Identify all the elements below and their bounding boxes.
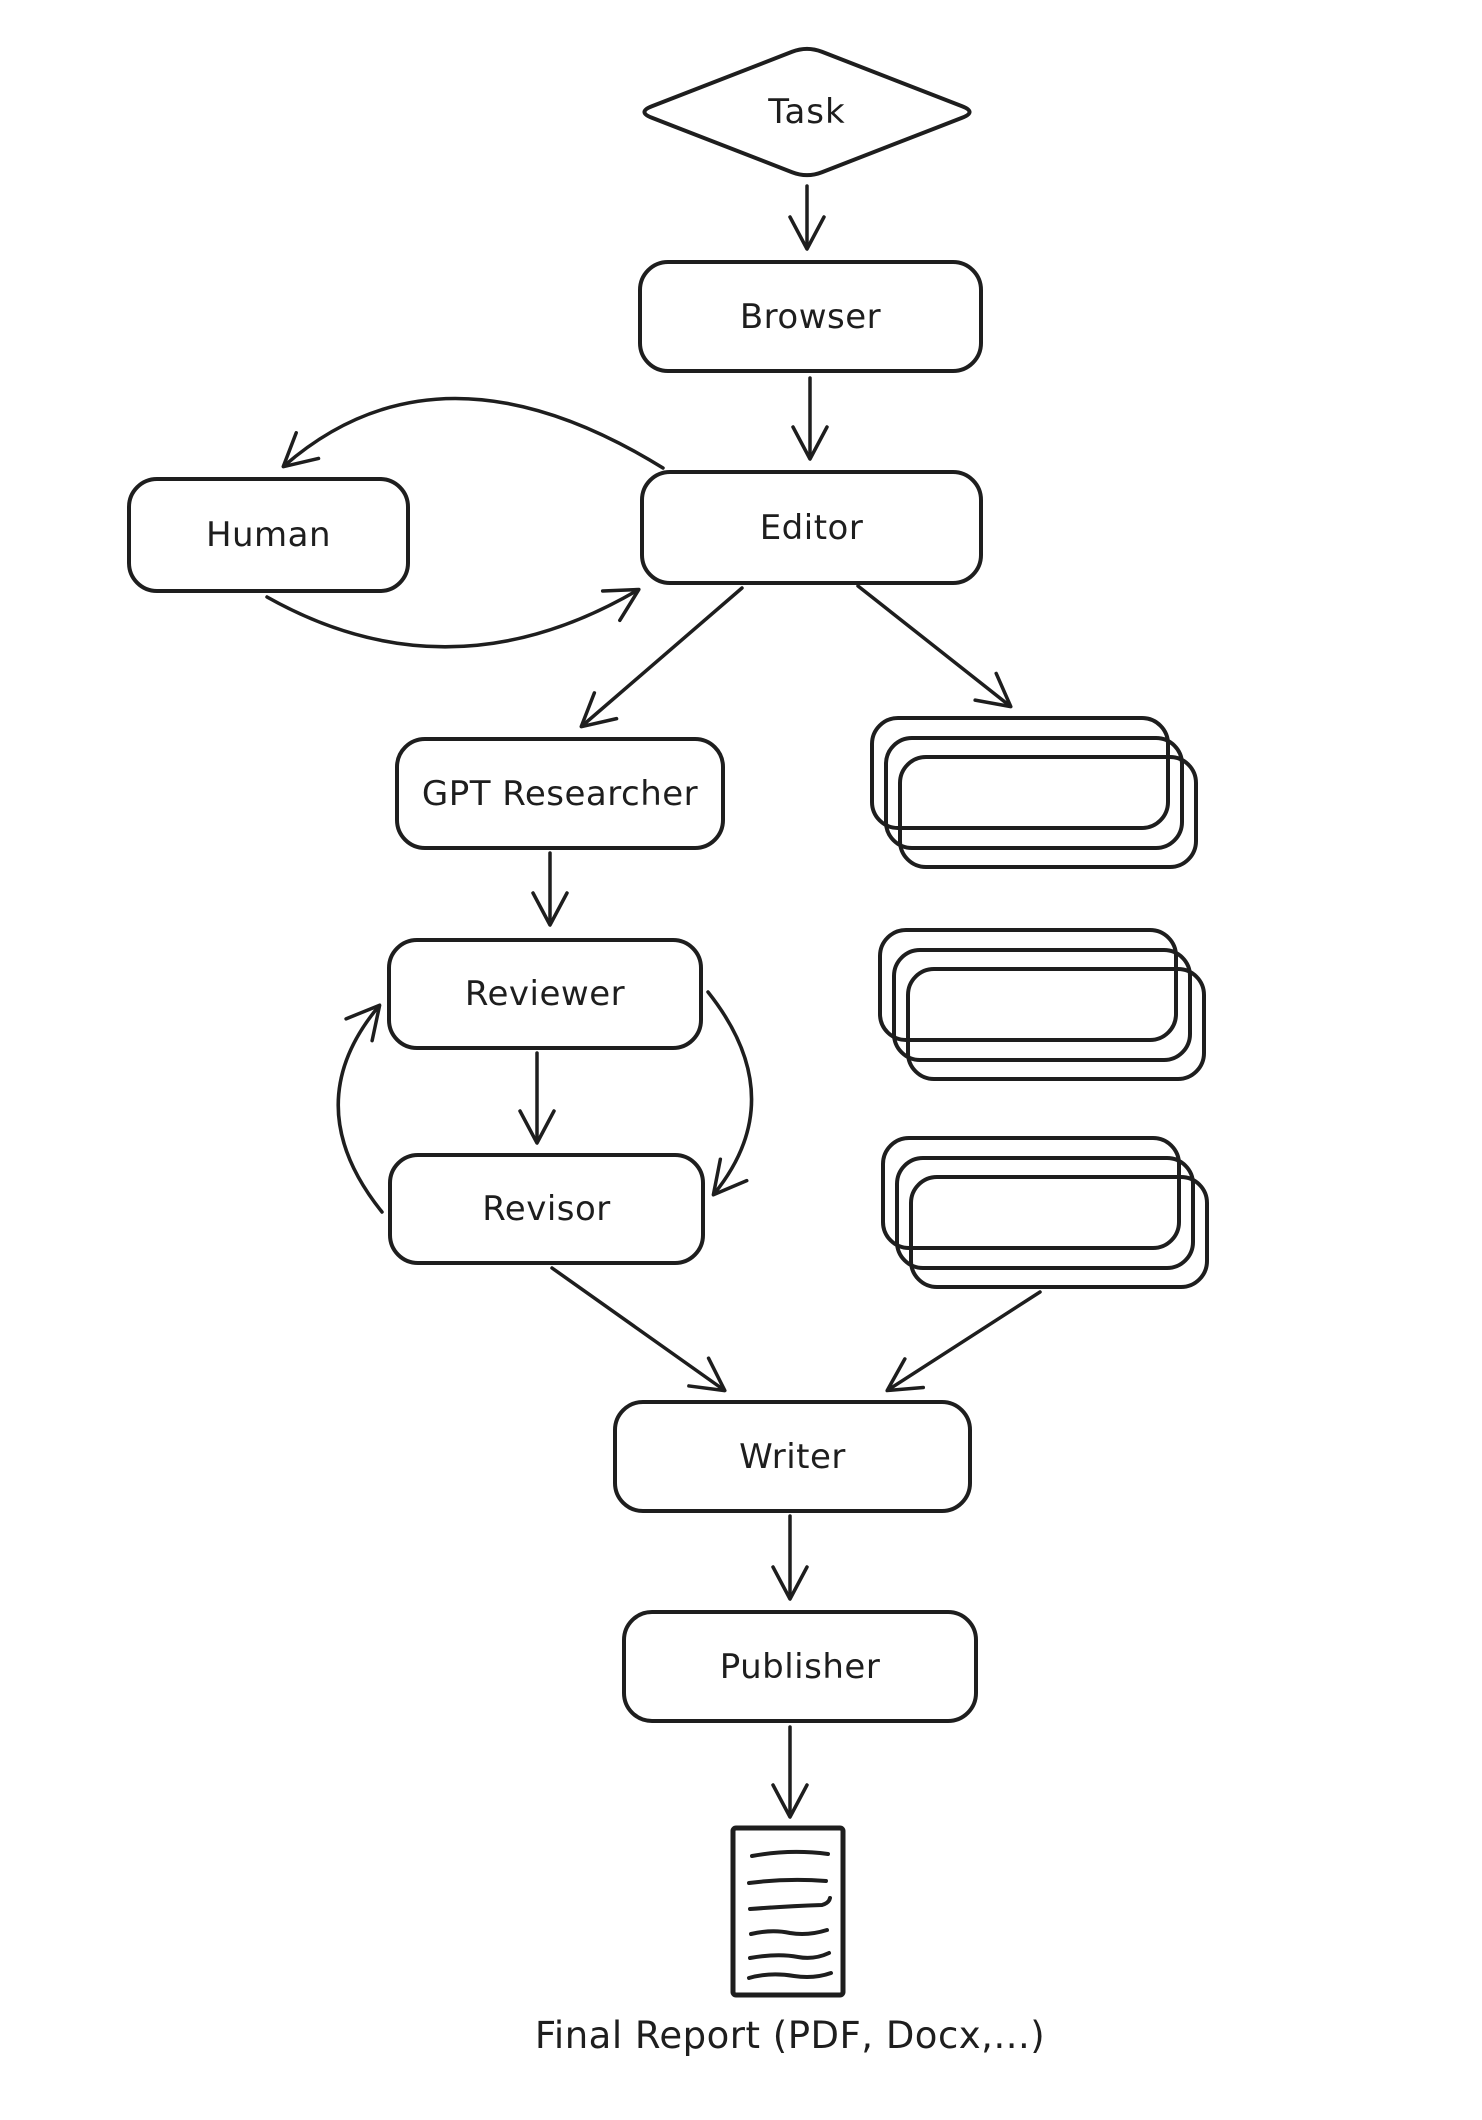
node-reviewer-label: Reviewer — [464, 974, 626, 1014]
node-revisor: Revisor — [388, 1153, 705, 1265]
task-diamond-shape — [642, 46, 972, 178]
node-human-label: Human — [205, 515, 332, 555]
edge-parallel-stack-bottom-writer — [885, 1290, 1042, 1393]
node-reviewer: Reviewer — [387, 938, 703, 1050]
final-report-caption: Final Report (PDF, Docx,...) — [534, 2014, 1046, 2057]
edge-revisor-writer — [550, 1266, 727, 1393]
parallel-stack-bottom — [881, 1136, 1209, 1289]
edge-revisor-reviewer-loop — [336, 1003, 384, 1214]
edge-human-editor — [265, 587, 641, 649]
document-icon — [730, 1825, 846, 1998]
node-gpt-researcher: GPT Researcher — [395, 737, 725, 850]
edge-reviewer-revisor-loop — [706, 990, 754, 1197]
node-publisher: Publisher — [622, 1610, 978, 1723]
node-task: Task — [637, 84, 977, 140]
node-writer: Writer — [613, 1400, 972, 1513]
node-human: Human — [127, 477, 410, 593]
node-editor: Editor — [640, 470, 983, 585]
node-editor-label: Editor — [759, 507, 864, 548]
parallel-stack-top — [870, 716, 1198, 869]
edge-editor-parallel-stack-top — [856, 584, 1013, 709]
node-browser: Browser — [638, 260, 983, 373]
edge-editor-gpt-researcher — [579, 586, 744, 729]
node-browser-label: Browser — [739, 296, 882, 337]
node-writer-label: Writer — [739, 1436, 846, 1477]
node-task-label: Task — [768, 92, 846, 132]
edge-editor-human — [281, 396, 665, 470]
node-revisor-label: Revisor — [482, 1189, 611, 1229]
node-publisher-label: Publisher — [719, 1646, 881, 1687]
node-gpt-researcher-label: GPT Researcher — [421, 773, 699, 814]
parallel-stack-middle — [878, 928, 1206, 1081]
